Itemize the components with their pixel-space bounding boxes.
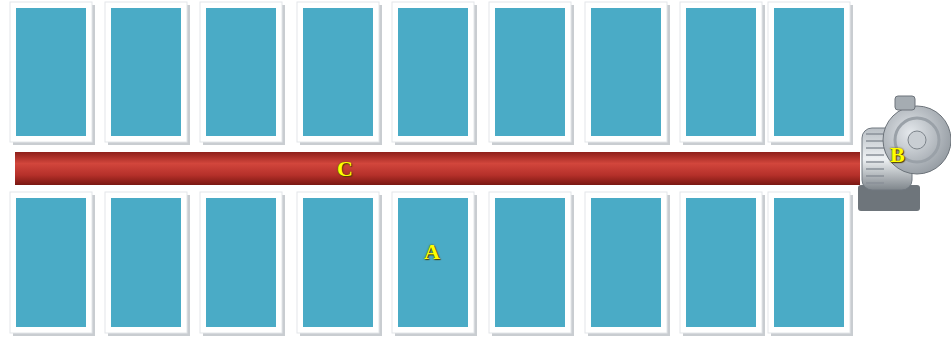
blower bbox=[858, 96, 951, 211]
tank-water bbox=[111, 198, 181, 327]
tank-frame bbox=[200, 2, 282, 142]
tank-frame bbox=[297, 192, 379, 333]
motor-fin bbox=[866, 140, 884, 142]
tank-frame bbox=[392, 2, 474, 142]
tank-frame bbox=[297, 2, 379, 142]
callout-letter: B bbox=[890, 144, 905, 166]
motor-fin bbox=[866, 161, 884, 163]
tank-frame bbox=[768, 2, 850, 142]
tank-frame bbox=[489, 2, 571, 142]
callout-letter: A bbox=[424, 241, 440, 263]
motor-fin bbox=[866, 168, 884, 170]
tank-shadow bbox=[203, 195, 285, 336]
tank-frame bbox=[680, 2, 762, 142]
tank-frame bbox=[585, 192, 667, 333]
tank-frame bbox=[105, 192, 187, 333]
tank-shadow bbox=[13, 5, 95, 145]
tank-shadow bbox=[395, 195, 477, 336]
tank-water bbox=[16, 198, 86, 327]
tank-frame bbox=[200, 192, 282, 333]
motor-fin bbox=[866, 147, 884, 149]
tank-shadow bbox=[588, 195, 670, 336]
tank-shadow bbox=[492, 195, 574, 336]
motor-fin bbox=[866, 175, 884, 177]
tank-water bbox=[206, 198, 276, 327]
tank-water bbox=[303, 8, 373, 136]
air-pipe bbox=[15, 152, 860, 185]
tank-water bbox=[591, 198, 661, 327]
tank-frame bbox=[585, 2, 667, 142]
tank-frame bbox=[105, 2, 187, 142]
tank-shadow bbox=[492, 5, 574, 145]
tank-shadow bbox=[13, 195, 95, 336]
tank-frame bbox=[10, 192, 92, 333]
tank-water bbox=[774, 198, 844, 327]
tank-water bbox=[398, 8, 468, 136]
tank-shadow bbox=[771, 5, 853, 145]
tank-water bbox=[206, 8, 276, 136]
tank-water bbox=[686, 198, 756, 327]
tank-water bbox=[495, 198, 565, 327]
tank-water bbox=[686, 8, 756, 136]
tank-frame bbox=[768, 192, 850, 333]
motor-fin bbox=[866, 182, 884, 184]
motor-fin bbox=[866, 133, 884, 135]
motor-fin bbox=[866, 154, 884, 156]
tank-water bbox=[16, 8, 86, 136]
tank-shadow bbox=[771, 195, 853, 336]
tank-shadow bbox=[108, 5, 190, 145]
tank-water bbox=[495, 8, 565, 136]
tank-shadow bbox=[683, 5, 765, 145]
callout-letter: C bbox=[337, 158, 353, 180]
tank-shadow bbox=[300, 5, 382, 145]
tank-shadow bbox=[108, 195, 190, 336]
tank-frame bbox=[392, 192, 474, 333]
tank-water bbox=[303, 198, 373, 327]
tank-water bbox=[591, 8, 661, 136]
tank-shadow bbox=[683, 195, 765, 336]
tank-frame bbox=[680, 192, 762, 333]
tank-shadow bbox=[395, 5, 477, 145]
tank-frame bbox=[10, 2, 92, 142]
tank-water bbox=[111, 8, 181, 136]
tank-shadow bbox=[203, 5, 285, 145]
tank-water bbox=[398, 198, 468, 327]
tank-shadow bbox=[588, 5, 670, 145]
tank-frame bbox=[489, 192, 571, 333]
tank-shadow bbox=[300, 195, 382, 336]
tank-water bbox=[774, 8, 844, 136]
